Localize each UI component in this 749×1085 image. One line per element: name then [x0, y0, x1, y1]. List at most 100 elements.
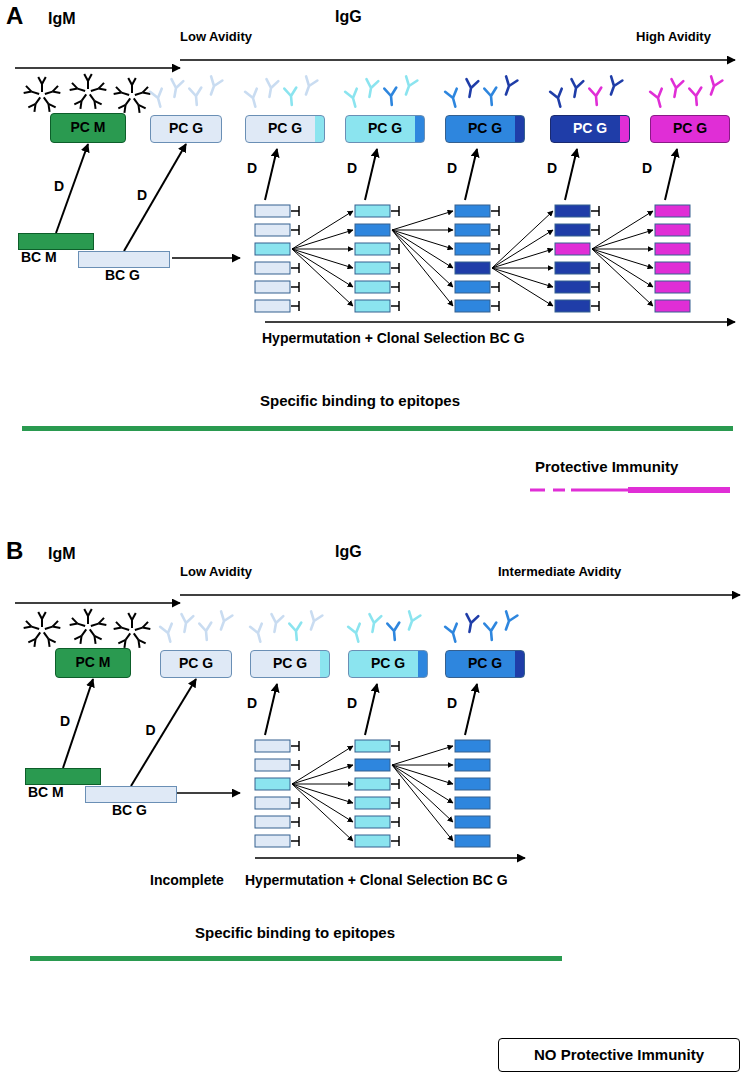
process-label: D — [447, 160, 457, 176]
igm-fork — [74, 101, 81, 105]
selection-arrow — [292, 211, 353, 249]
selection-arrow — [392, 211, 453, 230]
b-cell-box: BC M — [18, 233, 94, 250]
process-label: D — [547, 160, 557, 176]
igg-antibody — [160, 624, 176, 644]
igm-fork — [116, 622, 122, 628]
hypermutation-arrow — [265, 321, 735, 323]
node-text: PC G — [169, 121, 203, 136]
igm-fork — [132, 613, 136, 620]
b-cell-clone — [355, 797, 390, 809]
igm-arm — [45, 627, 53, 629]
selection-arrow — [492, 230, 553, 268]
igm-arm — [32, 627, 40, 629]
selection-arrow — [292, 784, 353, 785]
igm-pentamer — [24, 77, 61, 112]
igm-fork — [26, 86, 32, 92]
igm-arm — [32, 92, 40, 94]
apoptosis-blocker — [291, 282, 299, 292]
selection-arrow — [292, 746, 353, 784]
b-cell-clone — [255, 778, 290, 790]
igg-phase-arrow — [180, 59, 735, 61]
igm-fork — [48, 639, 49, 647]
node-text: PC M — [76, 655, 111, 670]
b-cell-clone — [555, 262, 590, 274]
process-label: D — [59, 714, 71, 729]
annotation: IgG — [335, 8, 362, 26]
igg-antibody — [300, 76, 317, 96]
plasma-cell-box: PC G — [550, 115, 630, 143]
annotation: IgG — [335, 543, 362, 561]
annotation: Hypermutation + Clonal Selection BC G — [262, 330, 525, 346]
igg-antibody — [264, 79, 279, 98]
process-label: D — [145, 723, 157, 738]
process-label: D — [347, 160, 357, 176]
b-cell-clone — [255, 224, 290, 236]
differentiation-arrow — [365, 684, 377, 735]
selection-arrow — [592, 249, 653, 268]
igg-antibody — [284, 88, 297, 106]
differentiation-arrow — [665, 149, 677, 200]
b-cell-clone — [355, 281, 390, 293]
b-cell-clone — [555, 205, 590, 217]
igg-antibody — [445, 89, 461, 109]
igg-antibody — [199, 623, 212, 641]
igm-fork — [138, 640, 139, 648]
selection-arrow — [392, 765, 453, 822]
igg-antibody — [400, 76, 417, 96]
b-cell-clone — [455, 759, 490, 771]
apoptosis-blocker — [391, 779, 399, 789]
selection-arrow — [292, 784, 353, 841]
selection-arrow — [592, 249, 653, 250]
igg-antibody — [500, 611, 517, 631]
plasma-cell-box: PC G — [345, 115, 425, 143]
selection-arrow — [292, 249, 353, 268]
b-cell-clone — [355, 243, 390, 255]
igg-antibody — [269, 614, 284, 633]
igm-fork — [142, 93, 150, 94]
bcg-expansion-arrow — [172, 792, 240, 794]
b-cell-clone — [655, 281, 690, 293]
annotation: Incomplete — [150, 872, 224, 888]
b-cell-clone — [355, 205, 390, 217]
apoptosis-blocker — [391, 817, 399, 827]
selection-arrow — [292, 765, 353, 784]
b-cell-clone — [255, 835, 290, 847]
igm-fork — [118, 640, 125, 644]
selection-arrow — [392, 230, 453, 287]
selection-arrow — [292, 784, 353, 822]
igm-arm — [126, 633, 131, 639]
apoptosis-blocker — [291, 301, 299, 311]
selection-arrow — [392, 765, 453, 803]
annotation: High Avidity — [636, 30, 711, 45]
plasma-cell-box: PC M — [50, 113, 126, 143]
igm-fork — [138, 105, 139, 113]
igm-fork — [52, 627, 60, 628]
selection-arrow — [492, 211, 553, 268]
selection-arrow — [492, 268, 553, 306]
b-cell-box: BC M — [25, 768, 101, 785]
b-cell-clone — [555, 243, 590, 255]
process-label: D — [247, 160, 257, 176]
selection-arrow — [292, 249, 353, 287]
igm-fork — [118, 105, 125, 109]
annotation: Specific binding to epitopes — [260, 392, 460, 409]
differentiation-arrow — [124, 144, 186, 251]
igm-fork — [72, 83, 78, 89]
node-text: PC G — [468, 121, 502, 136]
igg-antibody — [367, 614, 382, 633]
process-label: D — [347, 695, 357, 711]
igg-antibody — [305, 611, 322, 631]
igg-antibody — [689, 88, 702, 106]
b-cell-clone — [655, 300, 690, 312]
igm-fork — [132, 78, 136, 85]
igm-fork — [98, 89, 106, 90]
selection-arrow — [592, 249, 653, 306]
igm-arm — [87, 616, 89, 624]
plasma-cell-box: PC G — [160, 650, 232, 678]
igm-fork — [28, 639, 35, 643]
igm-arm — [122, 628, 130, 630]
igg-antibody — [500, 76, 517, 96]
selection-arrow — [392, 230, 453, 306]
plasma-cell-box: PC G — [150, 115, 222, 143]
